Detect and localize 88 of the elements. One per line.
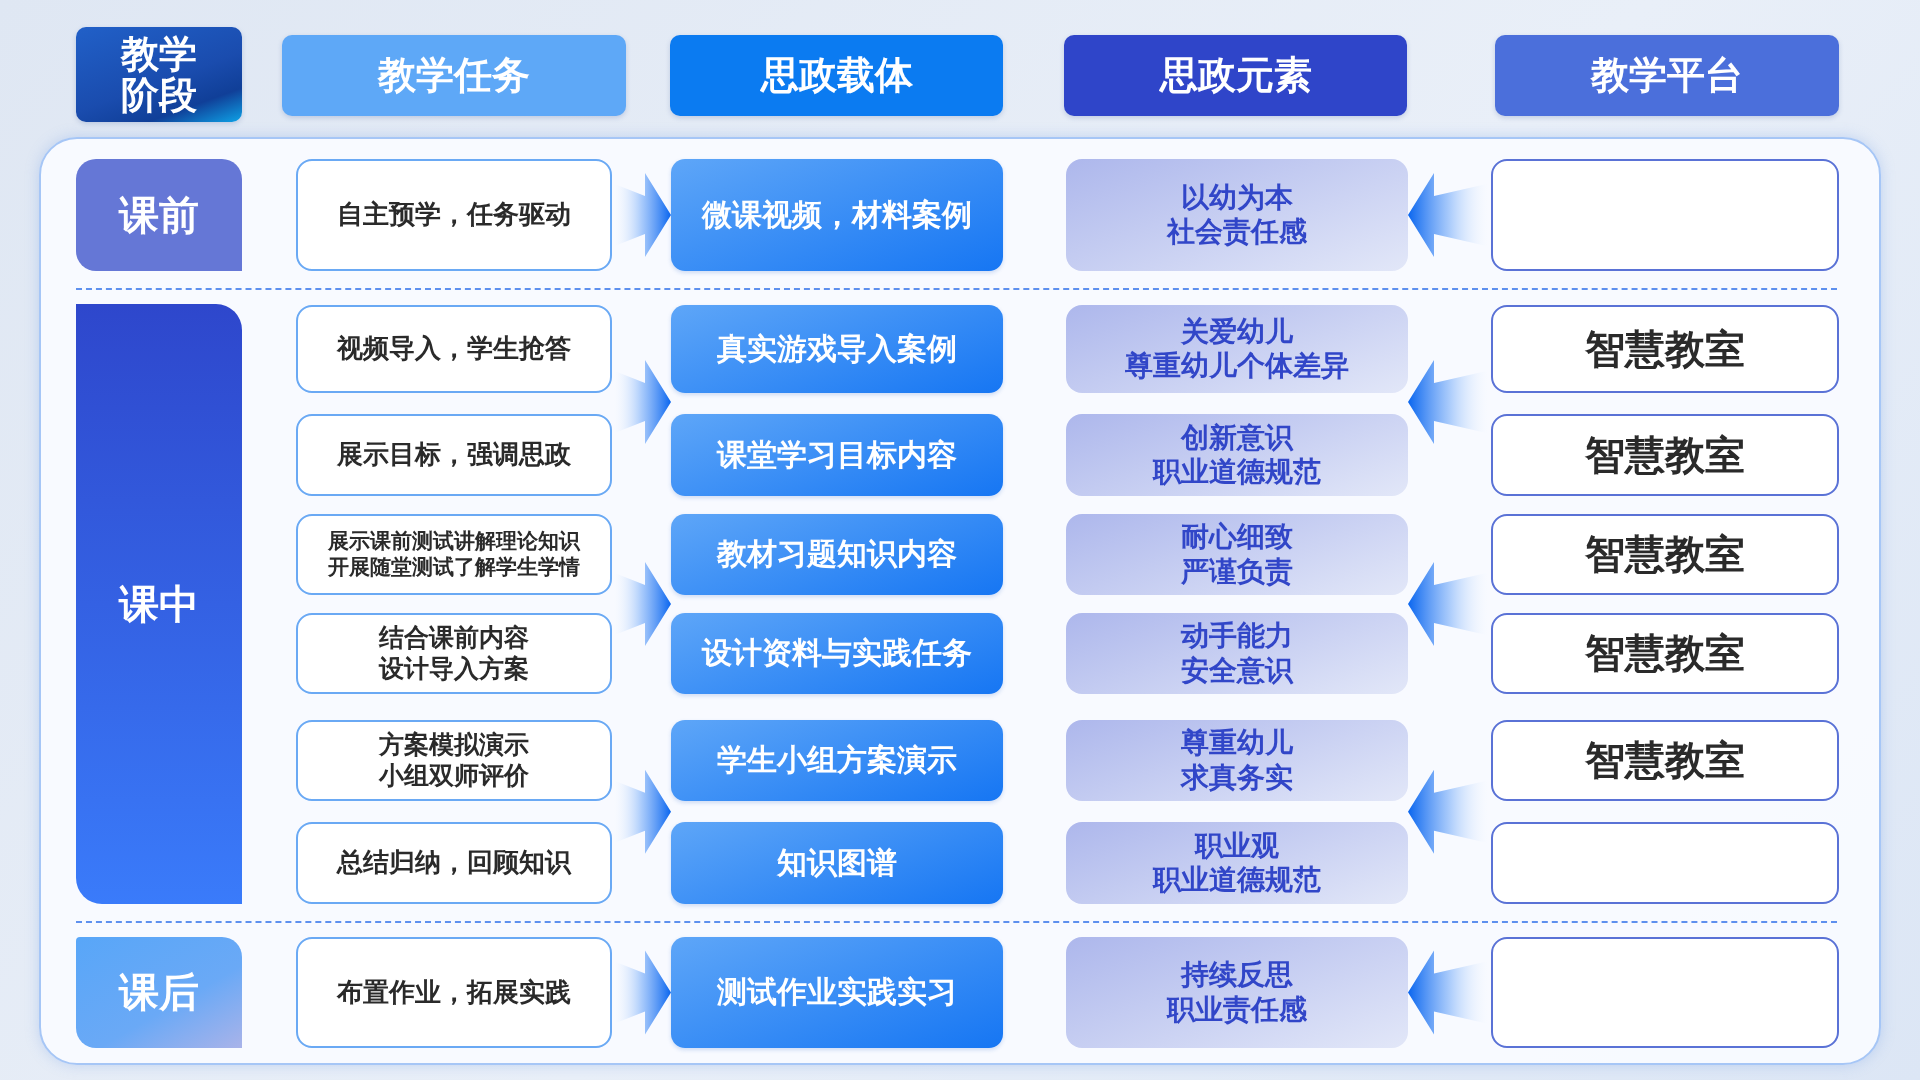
- platform-text: 智慧教室: [1585, 430, 1745, 480]
- stage-band: [76, 937, 242, 1048]
- task-card: [296, 305, 612, 393]
- value-card: [1066, 305, 1408, 393]
- carrier-text: 设计资料与实践任务: [702, 635, 972, 672]
- task-text: 总结归纳，回顾知识: [337, 847, 571, 879]
- carrier-text: 教材习题知识内容: [717, 536, 957, 573]
- platform-card: [1491, 937, 1839, 1048]
- task-card: [296, 720, 612, 801]
- value-text: 创新意识: [1181, 420, 1293, 455]
- platform-card: [1491, 720, 1839, 801]
- carrier-card: [671, 720, 1003, 801]
- platform-card: [1491, 613, 1839, 694]
- platform-card: [1491, 822, 1839, 904]
- task-card: [296, 514, 612, 595]
- platform-card: [1491, 414, 1839, 496]
- value-text: 尊重幼儿个体差异: [1125, 349, 1349, 384]
- platform-text: 智慧教室: [1585, 530, 1745, 579]
- carrier-card: [671, 305, 1003, 393]
- carrier-text: 微课视频，材料案例: [702, 196, 972, 234]
- value-card: [1066, 514, 1408, 595]
- task-text: 方案模拟演示: [379, 730, 529, 761]
- carrier-card: [671, 514, 1003, 595]
- carrier-text: 真实游戏导入案例: [717, 330, 957, 368]
- task-text: 展示课前测试讲解理论知识: [328, 528, 580, 555]
- platform-card: [1491, 305, 1839, 393]
- value-text: 求真务实: [1181, 760, 1293, 795]
- task-card: [296, 159, 612, 271]
- carrier-card: [671, 613, 1003, 694]
- value-text: 社会责任感: [1167, 215, 1307, 250]
- value-text: 尊重幼儿: [1181, 726, 1293, 761]
- carrier-text: 测试作业实践实习: [717, 974, 957, 1011]
- value-text: 职业责任感: [1167, 992, 1307, 1027]
- value-text: 职业观: [1195, 828, 1279, 863]
- column-header: [76, 27, 242, 122]
- header-text: 教学阶段: [119, 34, 198, 115]
- value-text: 关爱幼儿: [1181, 314, 1293, 349]
- value-card: [1066, 414, 1408, 496]
- header-text: 思政元素: [1159, 52, 1312, 99]
- task-text: 开展随堂测试了解学生学情: [328, 554, 580, 581]
- stage-text: 课前: [119, 190, 199, 240]
- task-text: 视频导入，学生抢答: [337, 333, 571, 365]
- task-text: 展示目标，强调思政: [337, 439, 571, 471]
- platform-text: 智慧教室: [1585, 629, 1745, 678]
- column-header: [670, 35, 1003, 116]
- value-card: [1066, 159, 1408, 271]
- stage-band: [76, 304, 242, 904]
- value-text: 持续反思: [1181, 958, 1293, 993]
- value-card: [1066, 613, 1408, 694]
- header-text: 思政载体: [760, 52, 913, 99]
- carrier-card: [671, 937, 1003, 1048]
- value-text: 以幼为本: [1181, 180, 1293, 215]
- value-text: 严谨负责: [1181, 554, 1293, 589]
- value-text: 职业道德规范: [1153, 863, 1321, 898]
- stage-text: 课后: [119, 968, 199, 1017]
- value-text: 职业道德规范: [1153, 455, 1321, 490]
- carrier-card: [671, 822, 1003, 904]
- carrier-card: [671, 159, 1003, 271]
- value-text: 安全意识: [1181, 653, 1293, 688]
- value-card: [1066, 720, 1408, 801]
- value-text: 耐心细致: [1181, 520, 1293, 555]
- task-text: 设计导入方案: [379, 653, 529, 684]
- stage-band: [76, 159, 242, 271]
- task-card: [296, 613, 612, 694]
- task-card: [296, 822, 612, 904]
- value-text: 动手能力: [1181, 619, 1293, 654]
- task-text: 布置作业，拓展实践: [337, 976, 571, 1009]
- task-text: 结合课前内容: [379, 623, 529, 654]
- carrier-text: 课堂学习目标内容: [717, 436, 957, 474]
- carrier-text: 学生小组方案演示: [717, 742, 957, 779]
- column-header: [282, 35, 626, 116]
- task-card: [296, 937, 612, 1048]
- carrier-text: 知识图谱: [777, 844, 897, 882]
- header-text: 教学任务: [378, 52, 530, 99]
- header-text: 教学平台: [1591, 52, 1743, 99]
- task-text: 自主预学，任务驱动: [337, 199, 571, 231]
- platform-text: 智慧教室: [1585, 736, 1745, 785]
- platform-card: [1491, 514, 1839, 595]
- stage-text: 课中: [119, 579, 199, 629]
- carrier-card: [671, 414, 1003, 496]
- value-card: [1066, 822, 1408, 904]
- task-card: [296, 414, 612, 496]
- platform-card: [1491, 159, 1839, 271]
- column-header: [1495, 35, 1839, 116]
- platform-text: 智慧教室: [1585, 324, 1745, 374]
- column-header: [1064, 35, 1407, 116]
- task-text: 小组双师评价: [379, 760, 529, 791]
- value-card: [1066, 937, 1408, 1048]
